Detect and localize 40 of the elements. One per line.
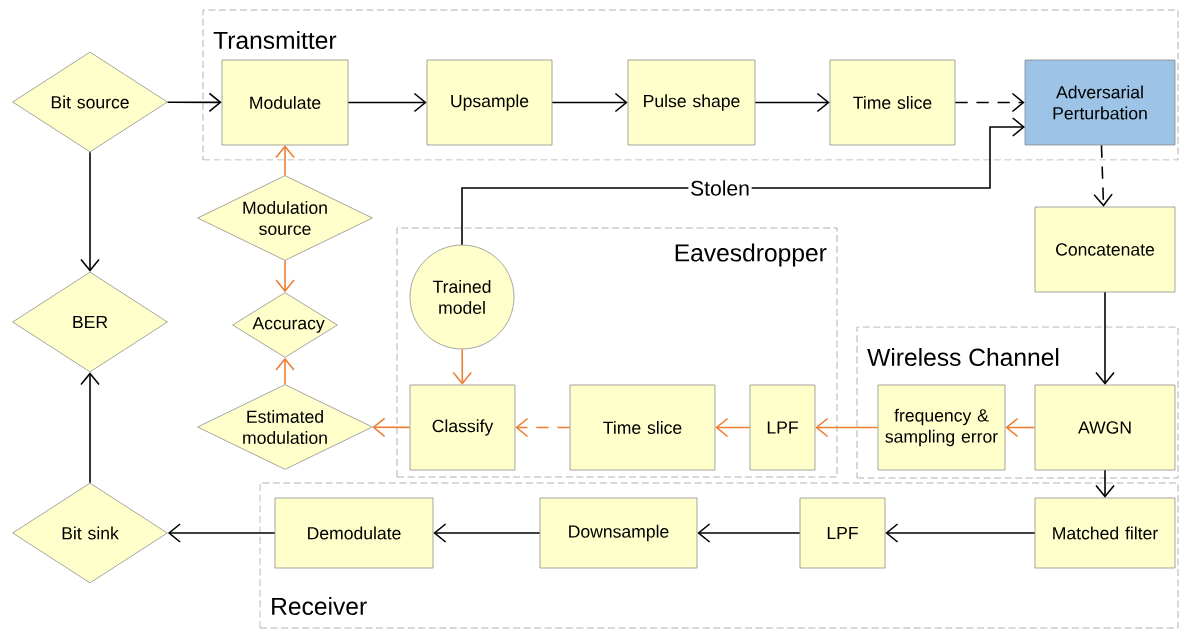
- process-box: Time slice: [569, 384, 716, 471]
- arrow: [1095, 469, 1115, 498]
- arrow: [815, 417, 879, 438]
- arrow: [515, 417, 571, 438]
- process-box: Upsample: [426, 59, 553, 146]
- arrow: [275, 357, 295, 385]
- arrow: [347, 92, 427, 113]
- edge-label: Stolen: [688, 178, 752, 198]
- process-box: frequency & sampling error: [877, 384, 1006, 471]
- arrow: [80, 151, 100, 272]
- process-box: Matched filter: [1034, 497, 1176, 569]
- process-box: Concatenate: [1034, 206, 1176, 293]
- arrow: [715, 417, 751, 438]
- process-box: Downsample: [539, 497, 698, 569]
- process-box: Modulate: [221, 59, 349, 146]
- arrow: [1093, 144, 1113, 207]
- arrow: [452, 348, 473, 385]
- process-box: Time slice: [829, 59, 956, 146]
- process-box: LPF: [799, 497, 886, 569]
- process-box: Adversarial Perturbation: [1024, 59, 1176, 146]
- arrow: [275, 145, 295, 176]
- arrow: [275, 260, 295, 293]
- process-box: AWGN: [1034, 384, 1176, 471]
- process-box: Classify: [409, 384, 516, 471]
- arrow: [167, 523, 276, 543]
- arrow: [754, 92, 830, 113]
- arrow: [1095, 291, 1115, 385]
- arrow: [885, 523, 1036, 543]
- process-box: Pulse shape: [627, 59, 756, 146]
- arrow: [433, 523, 541, 543]
- arrow: [372, 417, 411, 438]
- process-box: LPF: [749, 384, 816, 471]
- arrow: [954, 92, 1025, 113]
- arrow: [551, 92, 628, 113]
- arrow: [166, 92, 222, 113]
- arrow: [80, 372, 100, 484]
- process-box: Demodulate: [274, 497, 434, 569]
- arrow: [1005, 417, 1036, 438]
- arrow: [697, 523, 801, 543]
- arrow: [461, 117, 1025, 246]
